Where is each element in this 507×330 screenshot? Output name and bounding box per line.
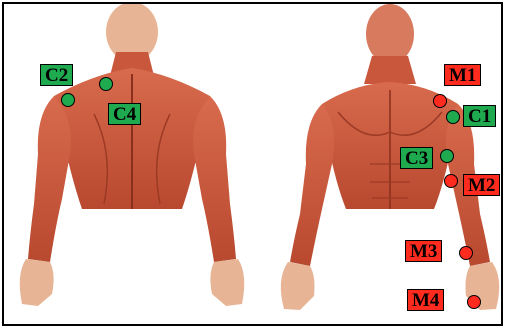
marker-m1 bbox=[433, 94, 447, 108]
marker-c4 bbox=[99, 77, 113, 91]
marker-c1 bbox=[446, 110, 460, 124]
label-m4: M4 bbox=[407, 289, 444, 311]
label-c4: C4 bbox=[108, 103, 141, 125]
label-m1: M1 bbox=[444, 64, 481, 86]
label-c2: C2 bbox=[40, 64, 73, 86]
marker-m3 bbox=[459, 246, 473, 260]
front-view-body bbox=[281, 4, 499, 310]
figure-frame: C2 C4 M1 C1 C3 M2 M3 M4 bbox=[2, 2, 503, 326]
label-m3: M3 bbox=[405, 240, 442, 262]
marker-m4 bbox=[467, 295, 481, 309]
label-c1: C1 bbox=[463, 105, 496, 127]
label-m2: M2 bbox=[463, 174, 500, 196]
marker-c3 bbox=[440, 149, 454, 163]
marker-m2 bbox=[444, 174, 458, 188]
back-view-body bbox=[20, 4, 245, 306]
label-c3: C3 bbox=[400, 147, 433, 169]
marker-c2 bbox=[61, 93, 75, 107]
